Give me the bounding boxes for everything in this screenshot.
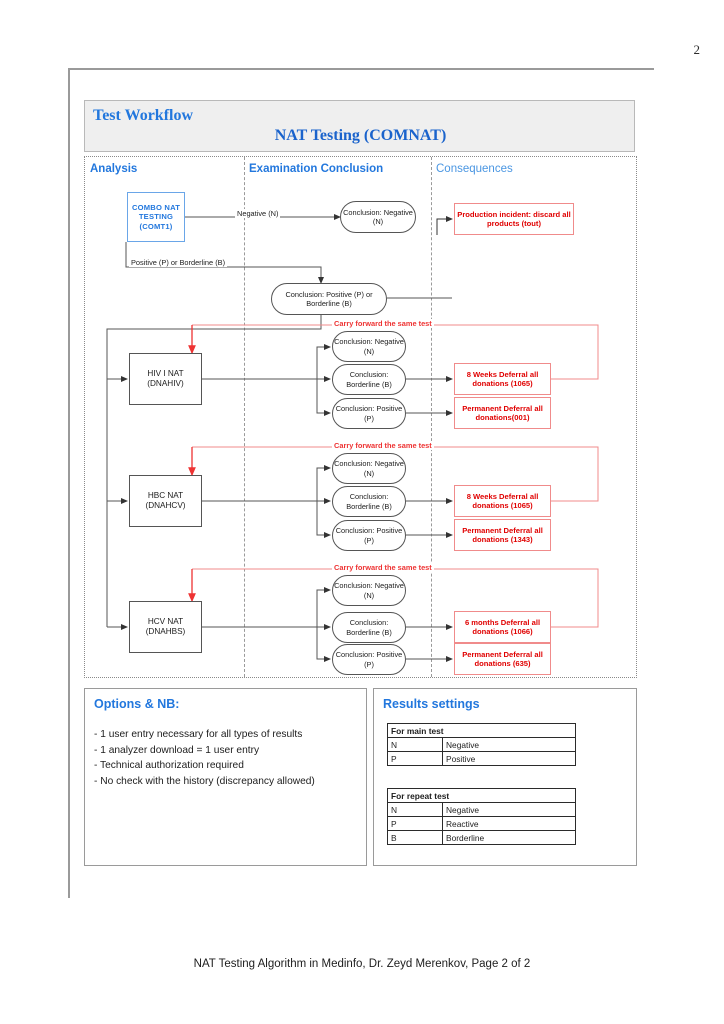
node-conclusion-positive-or-borderline[interactable]: Conclusion: Positive (P) or Borderline (… <box>271 283 387 315</box>
table-row: P Positive <box>387 751 576 766</box>
node-hcv-nat[interactable]: HCV NAT (DNAHBS) <box>129 601 202 653</box>
table-row: B Borderline <box>387 830 576 845</box>
repeat-test-code: N <box>387 802 443 817</box>
page-title: Test Workflow <box>93 107 194 124</box>
results-settings-heading: Results settings <box>383 697 480 711</box>
node-conclusion-negative-top[interactable]: Conclusion: Negative (N) <box>340 201 416 233</box>
page-frame-left-rule <box>68 68 70 898</box>
repeat-test-code: P <box>387 816 443 831</box>
node-hcv-conclusion-positive[interactable]: Conclusion: Positive (P) <box>332 644 406 675</box>
edge-label-carry-forward-hcv: Carry forward the same test <box>332 563 434 572</box>
options-item: - No check with the history (discrepancy… <box>94 775 315 787</box>
table-row: P Reactive <box>387 816 576 831</box>
diagram-subtitle: NAT Testing (COMNAT) <box>274 127 447 144</box>
main-test-code: N <box>387 737 443 752</box>
options-item: - 1 analyzer download = 1 user entry <box>94 744 260 756</box>
repeat-test-caption: For repeat test <box>387 788 576 803</box>
lane-header-analysis: Analysis <box>90 163 138 175</box>
edge-label-carry-forward-hiv: Carry forward the same test <box>332 319 434 328</box>
options-list: - 1 user entry necessary for all types o… <box>94 727 359 789</box>
node-hcv-consequence-borderline[interactable]: 6 months Deferral all donations (1066) <box>454 611 551 643</box>
lane-header-examination-conclusion: Examination Conclusion <box>249 163 384 175</box>
repeat-test-meaning: Reactive <box>442 816 576 831</box>
page-frame-top-rule <box>68 68 654 70</box>
options-heading: Options & NB: <box>94 697 180 711</box>
options-panel: Options & NB: - 1 user entry necessary f… <box>84 688 367 866</box>
node-hbc-consequence-borderline[interactable]: 8 Weeks Deferral all donations (1065) <box>454 485 551 517</box>
swimlane-container: Analysis Examination Conclusion Conseque… <box>84 156 637 678</box>
page-footer: NAT Testing Algorithm in Medinfo, Dr. Ze… <box>193 958 531 970</box>
main-test-meaning: Negative <box>442 737 576 752</box>
main-test-code: P <box>387 751 443 766</box>
results-settings-panel: Results settings For main test N Negativ… <box>373 688 637 866</box>
repeat-test-table: For repeat test N Negative P Reactive B … <box>387 788 576 845</box>
page-number: 2 <box>693 42 701 57</box>
edge-label-carry-forward-hbc: Carry forward the same test <box>332 441 434 450</box>
lane-header-consequences: Consequences <box>436 163 513 175</box>
repeat-test-meaning: Borderline <box>442 830 576 845</box>
node-hcv-consequence-positive[interactable]: Permanent Deferral all donations (635) <box>454 643 551 675</box>
options-item: - 1 user entry necessary for all types o… <box>94 729 303 740</box>
node-hiv-conclusion-borderline[interactable]: Conclusion: Borderline (B) <box>332 364 406 395</box>
diagram-title-band: Test Workflow NAT Testing (COMNAT) <box>84 100 635 152</box>
node-combo-nat-testing[interactable]: COMBO NAT TESTING (COMT1) <box>127 192 185 242</box>
main-test-caption: For main test <box>387 723 576 738</box>
node-hiv-conclusion-positive[interactable]: Conclusion: Positive (P) <box>332 398 406 429</box>
table-row: For repeat test <box>387 788 576 803</box>
repeat-test-meaning: Negative <box>442 802 576 817</box>
main-test-table: For main test N Negative P Positive <box>387 723 576 766</box>
node-hiv-consequence-positive[interactable]: Permanent Deferral all donations(001) <box>454 397 551 429</box>
node-hiv-conclusion-negative[interactable]: Conclusion: Negative (N) <box>332 331 406 362</box>
main-test-meaning: Positive <box>442 751 576 766</box>
edge-label-negative: Negative (N) <box>235 209 281 218</box>
lane-divider-2 <box>431 157 432 677</box>
lane-divider-1 <box>244 157 245 677</box>
node-hbc-conclusion-borderline[interactable]: Conclusion: Borderline (B) <box>332 486 406 517</box>
node-hcv-conclusion-borderline[interactable]: Conclusion: Borderline (B) <box>332 612 406 643</box>
node-production-incident[interactable]: Production incident: discard all product… <box>454 203 574 235</box>
table-row: For main test <box>387 723 576 738</box>
node-hbc-nat[interactable]: HBC NAT (DNAHCV) <box>129 475 202 527</box>
node-hiv-consequence-borderline[interactable]: 8 Weeks Deferral all donations (1065) <box>454 363 551 395</box>
table-row: N Negative <box>387 802 576 817</box>
table-row: N Negative <box>387 737 576 752</box>
node-hiv-i-nat[interactable]: HIV I NAT (DNAHIV) <box>129 353 202 405</box>
repeat-test-code: B <box>387 830 443 845</box>
node-hbc-conclusion-positive[interactable]: Conclusion: Positive (P) <box>332 520 406 551</box>
node-hbc-consequence-positive[interactable]: Permanent Deferral all donations (1343) <box>454 519 551 551</box>
options-item: - Technical authorization required <box>94 760 244 771</box>
node-hcv-conclusion-negative[interactable]: Conclusion: Negative (N) <box>332 575 406 606</box>
edge-label-positive-or-borderline: Positive (P) or Borderline (B) <box>129 258 228 267</box>
node-hbc-conclusion-negative[interactable]: Conclusion: Negative (N) <box>332 453 406 484</box>
